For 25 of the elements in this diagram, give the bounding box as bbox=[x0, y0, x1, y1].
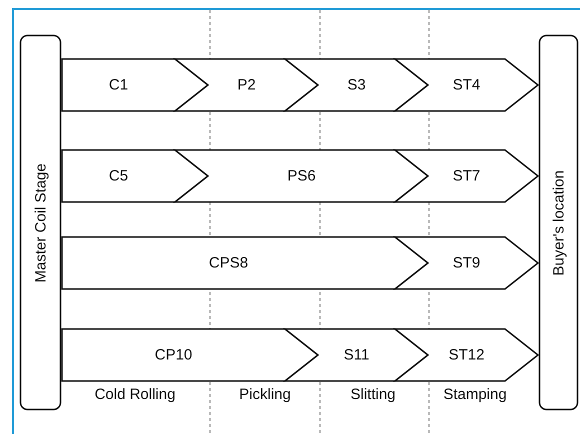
stage-label: CP10 bbox=[154, 346, 192, 364]
stage-label: ST4 bbox=[452, 76, 480, 94]
column-heading: Cold Rolling bbox=[94, 386, 176, 403]
stage-label: CPS8 bbox=[208, 254, 248, 272]
stage-label: ST9 bbox=[452, 254, 480, 272]
stage-label: ST7 bbox=[452, 168, 480, 184]
process-step bbox=[285, 59, 428, 111]
stage-label: S3 bbox=[347, 76, 366, 94]
column-heading: Slitting bbox=[350, 386, 396, 403]
process-step bbox=[175, 59, 318, 111]
stage-label: ST12 bbox=[448, 346, 484, 364]
process-step bbox=[62, 329, 318, 381]
column-heading: Stamping bbox=[443, 386, 507, 403]
process-step bbox=[285, 329, 428, 381]
stage-bar bbox=[539, 35, 578, 410]
column-heading: Pickling bbox=[239, 386, 291, 403]
process-step bbox=[395, 150, 538, 202]
stage-label: Master Coil Stage bbox=[32, 162, 49, 282]
process-step bbox=[395, 329, 538, 381]
process-step bbox=[395, 237, 538, 289]
process-step bbox=[395, 59, 538, 111]
stage-bar bbox=[20, 35, 61, 410]
stage-label: S11 bbox=[344, 346, 370, 364]
stage-label: P2 bbox=[237, 76, 256, 94]
stage-label: Buyer's location bbox=[550, 170, 567, 276]
